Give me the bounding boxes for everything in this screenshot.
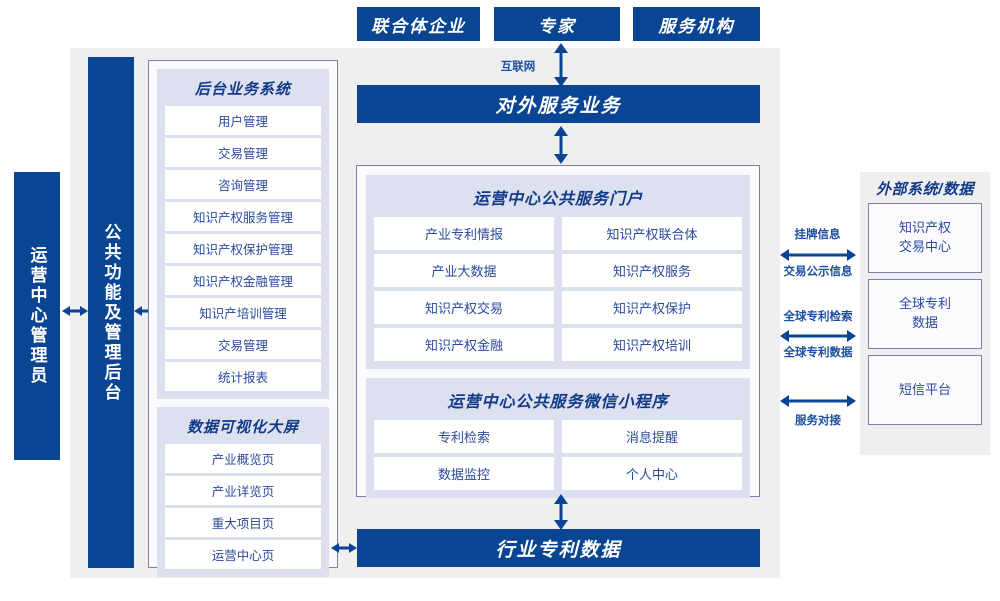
group-title-backoffice: 后台业务系统 [194,81,291,98]
external-systems-panel: 外部系统/数据 知识产权 交易中心 全球专利 数据 短信平台 [860,172,990,455]
ext-box-1-line2: 数据 [911,315,938,330]
portal-item-industry-patent-intel[interactable]: 产业专利情报 [374,217,554,250]
arrow-to-global-patent-data [780,327,856,345]
module-transaction-management[interactable]: 交易管理 [165,138,321,167]
backend-modules-card: 后台业务系统 用户管理 交易管理 咨询管理 知识产权服务管理 知识产权保护管理 … [148,60,338,577]
portal-item-ip-training[interactable]: 知识产权培训 [562,328,742,361]
module-consulting-management[interactable]: 咨询管理 [165,170,321,199]
arrow-admin-to-backend [62,302,88,320]
screen-major-projects[interactable]: 重大项目页 [165,508,321,537]
miniprogram-grid: 专利检索 消息提醒 数据监控 个人中心 [374,420,742,490]
column-operations-center-admin[interactable]: 运营中心管理员 [14,172,60,460]
module-ip-finance-management[interactable]: 知识产权金融管理 [165,266,321,295]
internet-label: 互联网 [500,61,536,73]
portal-item-ip-transaction[interactable]: 知识产权交易 [374,291,554,324]
external-box-ip-trading-center[interactable]: 知识产权 交易中心 [868,203,982,273]
connector-label-transaction-public-info: 交易公示信息 [783,266,853,278]
actor-box-service-org[interactable]: 服务机构 [633,7,760,41]
module-ip-protection-management[interactable]: 知识产权保护管理 [165,234,321,263]
outer-service-bar[interactable]: 对外服务业务 [357,85,760,123]
external-box-sms-platform[interactable]: 短信平台 [868,355,982,425]
mini-item-patent-search[interactable]: 专利检索 [374,420,554,453]
group-backoffice-system: 后台业务系统 用户管理 交易管理 咨询管理 知识产权服务管理 知识产权保护管理 … [157,69,329,399]
connector-label-global-patent-data: 全球专利数据 [783,347,853,359]
actor-box-expert[interactable]: 专家 [494,7,620,41]
module-ip-training-management[interactable]: 知识产培训管理 [165,298,321,327]
portal-item-ip-service[interactable]: 知识产权服务 [562,254,742,287]
ext-box-0-line2: 交易中心 [898,239,951,254]
ext-box-1-line1: 全球专利 [898,296,951,312]
external-systems-title: 外部系统/数据 [876,181,974,198]
group-data-visualization: 数据可视化大屏 产业概览页 产业详览页 重大项目页 运营中心页 [157,407,329,577]
miniprogram-title: 运营中心公共服务微信小程序 [447,394,669,411]
screen-industry-detail[interactable]: 产业详览页 [165,476,321,505]
module-user-management[interactable]: 用户管理 [165,106,321,135]
mini-item-message-alert[interactable]: 消息提醒 [562,420,742,453]
connector-label-listing-info: 挂牌信息 [794,229,841,241]
portal-item-industry-bigdata[interactable]: 产业大数据 [374,254,554,287]
arrow-modules-to-industry-data [331,539,357,557]
arrow-portal-to-industry-data [549,494,573,530]
portal-item-ip-protection[interactable]: 知识产权保护 [562,291,742,324]
ext-box-2-line1: 短信平台 [898,381,951,397]
actor-box-consortium[interactable]: 联合体企业 [357,7,480,41]
module-transaction-management-2[interactable]: 交易管理 [165,330,321,359]
portal-section: 运营中心公共服务门户 产业专利情报 知识产权联合体 产业大数据 知识产权服务 知… [366,175,750,369]
arrow-service-to-portal [549,126,573,164]
portal-title: 运营中心公共服务门户 [472,191,643,208]
external-box-global-patent-data[interactable]: 全球专利 数据 [868,279,982,349]
module-statistics-report[interactable]: 统计报表 [165,362,321,391]
group-title-bigscreen: 数据可视化大屏 [186,419,299,436]
column-common-functions-backend[interactable]: 公共功能及管理后台 [88,57,134,568]
mini-item-personal-center[interactable]: 个人中心 [562,457,742,490]
screen-operations-center[interactable]: 运营中心页 [165,540,321,569]
screen-industry-overview[interactable]: 产业概览页 [165,444,321,473]
connector-label-service-docking: 服务对接 [795,415,841,427]
arrow-to-sms-platform [780,392,856,410]
mini-item-data-monitor[interactable]: 数据监控 [374,457,554,490]
ext-box-0-line1: 知识产权 [898,220,951,236]
portal-grid: 产业专利情报 知识产权联合体 产业大数据 知识产权服务 知识产权交易 知识产权保… [374,217,742,361]
module-ip-service-management[interactable]: 知识产权服务管理 [165,202,321,231]
industry-patent-data-bar[interactable]: 行业专利数据 [357,529,760,567]
miniprogram-section: 运营中心公共服务微信小程序 专利检索 消息提醒 数据监控 个人中心 [366,378,750,498]
arrow-to-ip-trading-center [780,246,856,264]
portal-item-ip-finance[interactable]: 知识产权金融 [374,328,554,361]
connector-label-global-patent-search: 全球专利检索 [783,311,853,323]
public-service-panel: 运营中心公共服务门户 产业专利情报 知识产权联合体 产业大数据 知识产权服务 知… [356,165,760,498]
internet-arrow [549,43,573,87]
portal-item-ip-consortium[interactable]: 知识产权联合体 [562,217,742,250]
